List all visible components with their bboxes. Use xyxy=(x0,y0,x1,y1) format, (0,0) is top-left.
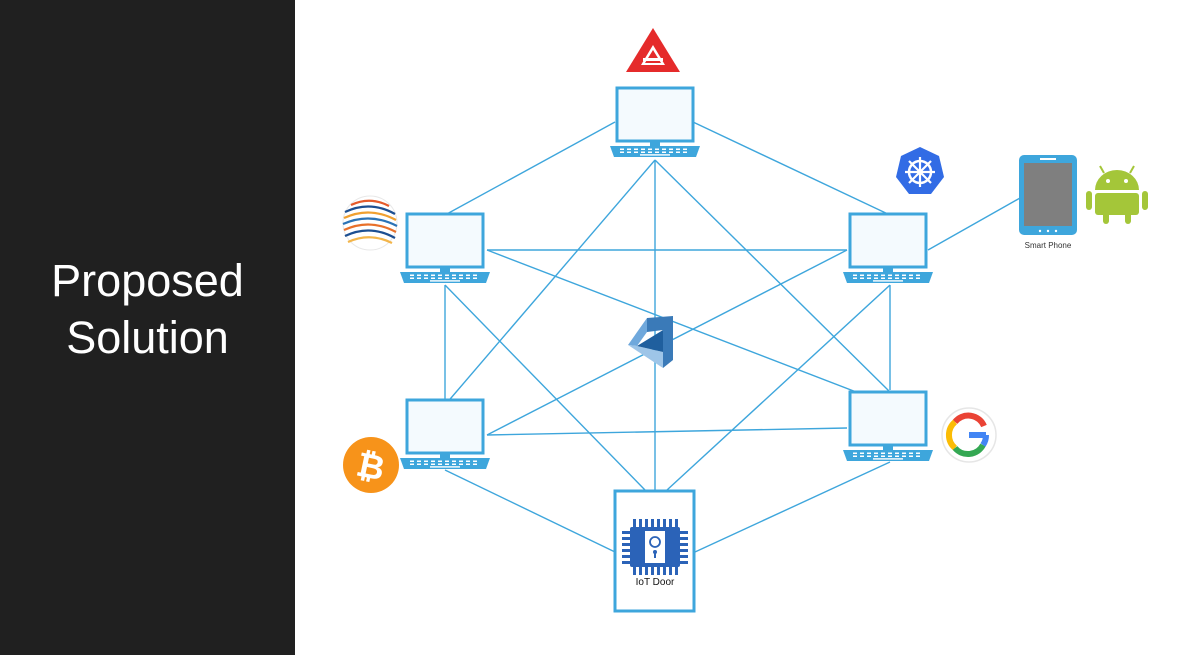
globe-icon xyxy=(342,195,398,251)
link-ark-kubernetes xyxy=(692,121,891,216)
laptop-bitcoin[interactable] xyxy=(400,398,490,471)
link-globe-google xyxy=(486,249,891,406)
title-line-2: Solution xyxy=(66,312,229,363)
link-kubernetes-iot xyxy=(666,284,891,491)
ark-icon xyxy=(626,28,680,72)
kubernetes-icon xyxy=(896,147,944,194)
network-diagram-svg: Smart Phone xyxy=(342,28,1148,613)
link-bitcoin-google xyxy=(486,427,848,436)
network-diagram: Smart Phone xyxy=(295,0,1180,655)
impossible-triangle-icon xyxy=(628,316,673,368)
smartphone[interactable] xyxy=(1019,155,1077,235)
laptop-kubernetes[interactable] xyxy=(843,212,933,285)
link-google-iot xyxy=(694,461,891,553)
link-bitcoin-iot xyxy=(444,469,616,553)
laptop-google[interactable] xyxy=(843,390,933,463)
slide-title: Proposed Solution xyxy=(0,252,295,366)
smartphone-label: Smart Phone xyxy=(1025,241,1072,250)
link-ark-globe xyxy=(444,121,616,216)
title-panel: Proposed Solution xyxy=(0,0,295,655)
bitcoin-icon: ₿ xyxy=(343,437,399,493)
link-ark-google xyxy=(654,159,891,393)
google-icon xyxy=(941,407,997,463)
laptop-ark[interactable] xyxy=(610,86,700,159)
link-globe-iot xyxy=(444,284,646,491)
link-ark-bitcoin xyxy=(444,159,656,406)
android-icon xyxy=(1086,165,1148,224)
link-kubernetes-smartphone xyxy=(927,197,1021,251)
iot-door[interactable] xyxy=(613,489,696,613)
chip-icon xyxy=(622,519,688,575)
laptop-globe[interactable] xyxy=(400,212,490,285)
title-line-1: Proposed xyxy=(51,255,244,306)
iot-door-label: IoT Door xyxy=(636,577,675,588)
